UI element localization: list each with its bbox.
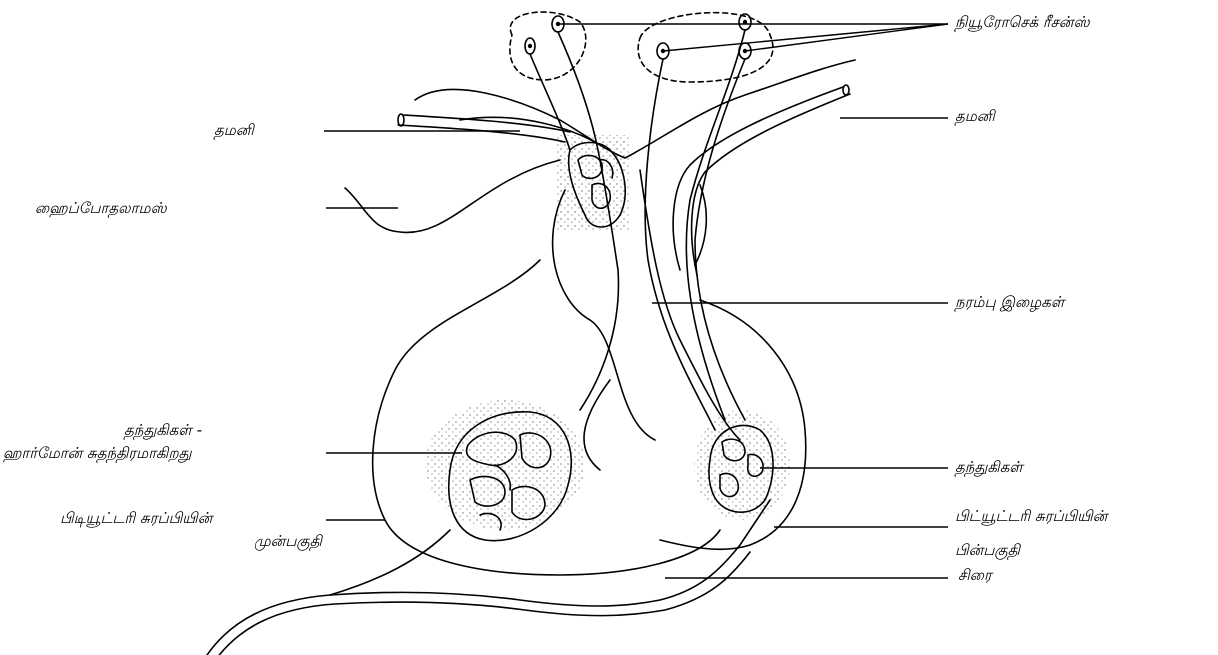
artery-right: [673, 87, 843, 270]
posterior-capillary-network: [694, 410, 790, 520]
anterior-pituitary-label-line2: முன்பகுதி: [254, 531, 322, 551]
upper-capillary-plexus: [555, 135, 630, 230]
hypothalamus-label: ஹைப்போதலாமஸ்: [35, 198, 167, 218]
artery-left: [398, 125, 565, 142]
nerve-fibers-label: நரம்பு இழைகள்: [955, 292, 1064, 312]
capillaries-right-label: தந்துகிகள்: [955, 457, 1023, 477]
hypothalamus-outline: [415, 60, 855, 158]
capillaries-hormone-label-line2: ஹார்மோன் சுதந்திரமாகிறது: [3, 443, 192, 463]
vein-label: சிரை: [958, 565, 992, 585]
capillaries-hormone-label-line1: தந்துகிகள் -: [0, 420, 326, 440]
anterior-pituitary-label-line1: பிடியூட்டரி சுரப்பியின்: [60, 508, 212, 528]
leader-lines: [324, 24, 948, 578]
anterior-capillary-network: [425, 400, 585, 541]
posterior-pituitary-label-line2: பின்பகுதி: [955, 540, 1020, 560]
artery-left-label: தமனி: [214, 120, 254, 140]
posterior-pituitary-label-line1: பிட்யூட்டரி சுரப்பியின்: [955, 506, 1107, 526]
neurosecretory-cells-label: நியூரோசெக் ரீசன்ஸ்: [955, 12, 1090, 32]
artery-right-label: தமனி: [955, 106, 995, 126]
